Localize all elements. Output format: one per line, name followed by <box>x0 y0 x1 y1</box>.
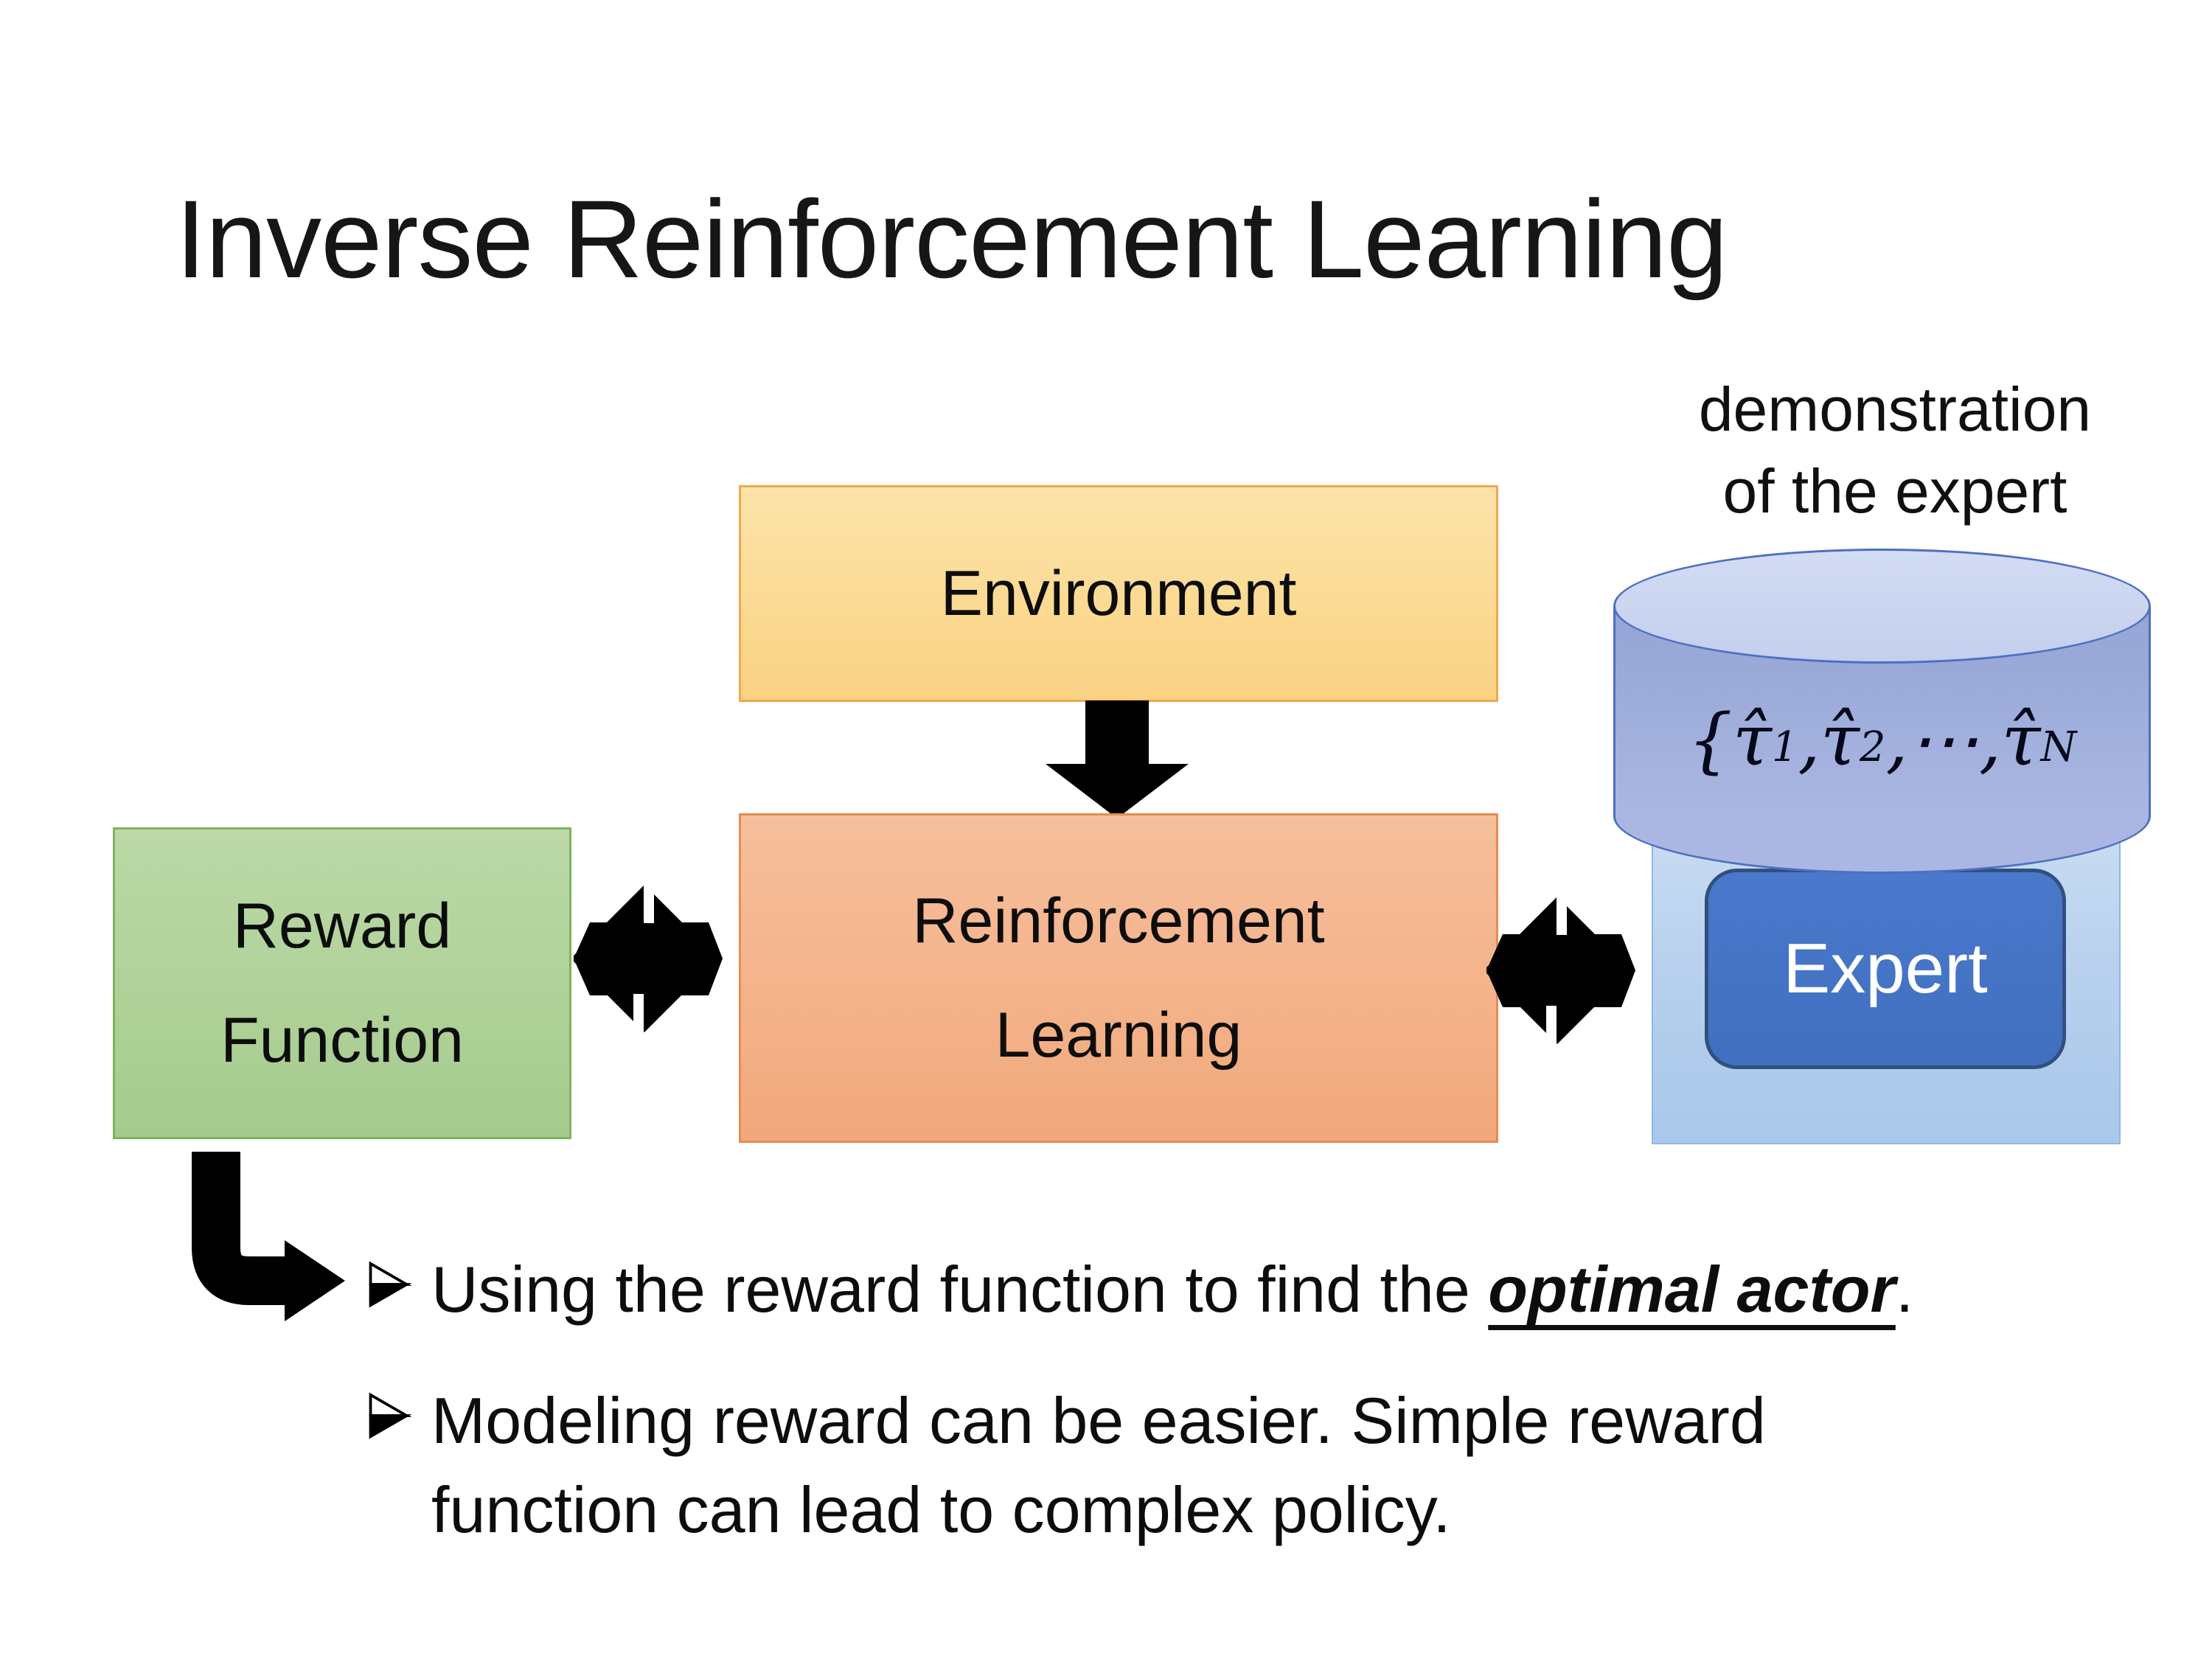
formula-comma: , <box>1978 699 2002 782</box>
arrowhead-bullet-icon <box>369 1392 412 1439</box>
down-arrow-icon <box>1046 700 1189 818</box>
bullet-1-suffix: . <box>1895 1253 1914 1326</box>
expert-label: Expert <box>1783 929 1988 1008</box>
double-headed-arrow-icon <box>574 885 723 1032</box>
double-headed-arrow-icon <box>1486 897 1635 1044</box>
environment-box: Environment <box>739 485 1498 702</box>
expert-box: Expert <box>1705 869 2066 1069</box>
reinforcement-learning-box: Reinforcement Learning <box>739 813 1498 1143</box>
formula-tau1: τ̂ <box>1732 699 1772 782</box>
formula-open-brace: { <box>1687 699 1733 782</box>
database-cylinder: {τ̂1, τ̂2, ⋯, τ̂N <box>1613 549 2151 874</box>
slide-title: Inverse Reinforcement Learning <box>175 177 1728 301</box>
bullet-1-text: Using the reward function to find the op… <box>431 1245 1913 1334</box>
reward-function-line1: Reward <box>232 890 452 961</box>
demonstration-label-line2: of the expert <box>1722 456 2067 526</box>
bullet-item-1: Using the reward function to find the op… <box>365 1245 2135 1334</box>
reward-function-line2: Function <box>220 1004 464 1076</box>
bullet-item-2: Modeling reward can be easier. Simple re… <box>365 1376 1958 1555</box>
arrowhead-bullet-icon <box>369 1261 412 1308</box>
bullet-1-emphasis: optimal actor <box>1488 1253 1896 1326</box>
formula-comma: , <box>1885 699 1908 782</box>
environment-label: Environment <box>940 557 1297 629</box>
formula-tauN: τ̂ <box>2001 699 2041 782</box>
reward-function-label: Reward Function <box>220 869 464 1098</box>
formula-comma: , <box>1798 699 1820 782</box>
reinforcement-learning-line2: Learning <box>995 999 1242 1071</box>
reinforcement-learning-line1: Reinforcement <box>912 885 1325 956</box>
demonstration-label-line1: demonstration <box>1698 375 2092 444</box>
formula-tau2: τ̂ <box>1820 699 1860 782</box>
reward-function-box: Reward Function <box>113 827 571 1139</box>
elbow-arrow-icon <box>192 1152 345 1321</box>
reinforcement-learning-label: Reinforcement Learning <box>912 864 1324 1093</box>
bullet-1-prefix: Using the reward function to find the <box>431 1253 1489 1326</box>
demonstration-label: demonstration of the expert <box>1607 369 2183 532</box>
trajectory-set-formula: {τ̂1, τ̂2, ⋯, τ̂N <box>1687 699 2077 782</box>
cylinder-top <box>1613 549 2151 664</box>
formula-dots: ⋯ <box>1907 699 1979 782</box>
bullet-2-text: Modeling reward can be easier. Simple re… <box>431 1384 1766 1547</box>
